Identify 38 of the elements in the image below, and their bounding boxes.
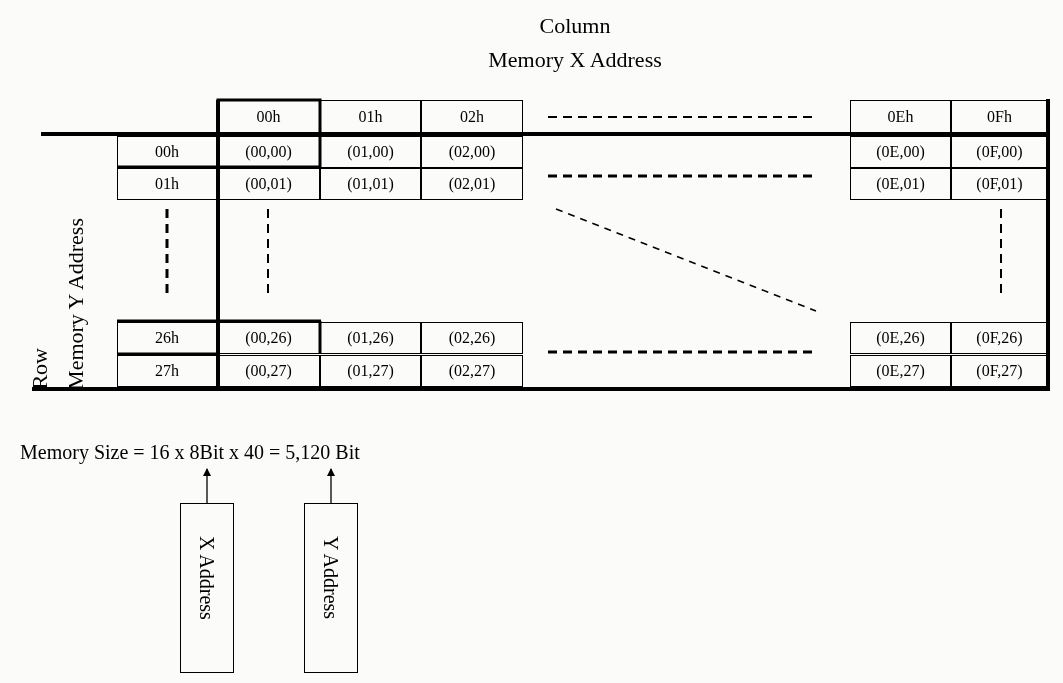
table-cell: (0F,26) [951,322,1048,354]
table-cell: (02,00) [421,136,523,168]
axis-title: Row [29,348,51,390]
table-cell: 27h [117,355,217,387]
table-cell: (00,01) [217,168,320,200]
table-cell: (0E,26) [850,322,951,354]
table-cell: (00,26) [217,322,320,354]
table-cell: 0Fh [951,100,1048,133]
table-cell: (0F,01) [951,168,1048,200]
table-cell: (0E,00) [850,136,951,168]
arrow [327,468,335,504]
formula-text: Memory Size = 16 x 8Bit x 40 = 5,120 Bit [20,441,360,463]
table-cell: (01,27) [320,355,421,387]
table-cell: 26h [117,322,217,354]
axis-title: Column [539,12,611,40]
box-label: X Address [197,536,217,620]
address-box [180,503,234,673]
arrow [203,468,211,504]
table-cell: (02,01) [421,168,523,200]
table-cell: (01,26) [320,322,421,354]
table-cell: 01h [117,168,217,200]
box-label: Y Address [321,536,341,620]
axis-title: Memory X Address [488,46,662,74]
table-cell: (0F,00) [951,136,1048,168]
axis-title: Memory Y Address [65,218,87,390]
address-box [304,503,358,673]
table-cell: (00,27) [217,355,320,387]
table-cell: (0E,01) [850,168,951,200]
table-cell: (01,00) [320,136,421,168]
table-cell: (0E,27) [850,355,951,387]
table-cell: (01,01) [320,168,421,200]
table-cell: (0F,27) [951,355,1048,387]
table-cell: 02h [421,100,523,133]
table-cell: (02,26) [421,322,523,354]
table-cell: (02,27) [421,355,523,387]
table-cell: 01h [320,100,421,133]
table-cell: 0Eh [850,100,951,133]
table-cell: 00h [117,136,217,168]
